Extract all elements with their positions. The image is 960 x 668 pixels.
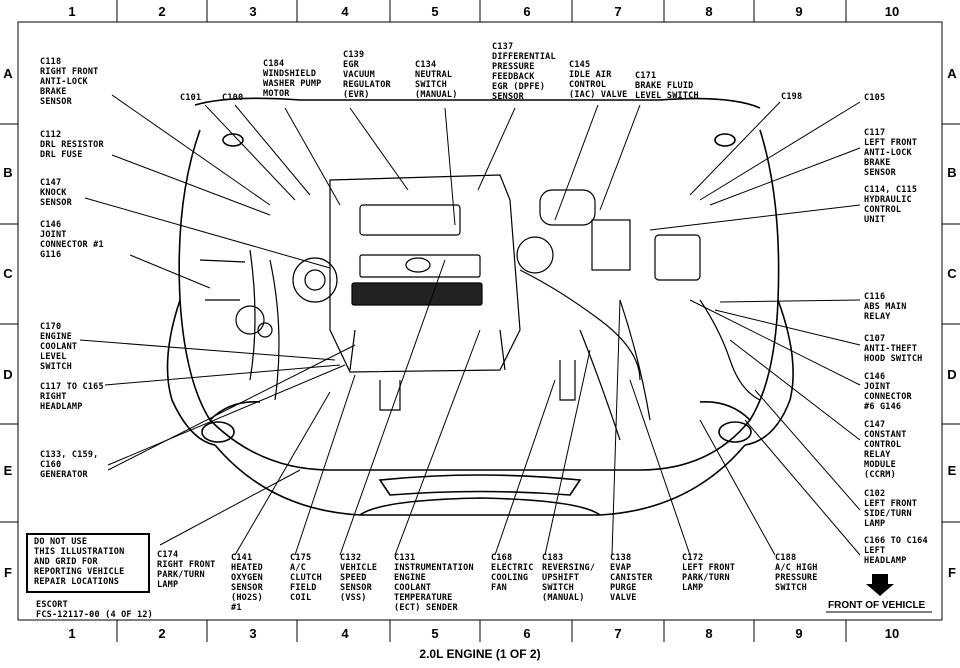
model-name: ESCORT: [36, 600, 68, 610]
callout-c139: C139 EGR VACUUM REGULATOR (EVR): [343, 50, 391, 100]
grid-row-e: E: [3, 463, 13, 478]
callout-c117: C117 LEFT FRONT ANTI-LOCK BRAKE SENSOR: [864, 128, 918, 178]
callout-c166-to-c164: C166 TO C164 LEFT HEADLAMP: [864, 536, 928, 566]
callout-c188: C188 A/C HIGH PRESSURE SWITCH: [775, 553, 818, 593]
vehicle-body: [166, 97, 794, 516]
callout-c170: C170 ENGINE COOLANT LEVEL SWITCH: [40, 322, 78, 372]
grid-row-d: D: [947, 367, 957, 382]
grid-row-b: B: [947, 165, 957, 180]
grid-col-7: 7: [614, 4, 622, 19]
callout-c147: C147 KNOCK SENSOR: [40, 178, 72, 208]
grid-ticks: [0, 0, 960, 642]
grid-col-2: 2: [158, 626, 166, 641]
grid-col-6: 6: [523, 626, 531, 641]
callout-c198: C198: [781, 92, 803, 102]
callout-c172: C172 LEFT FRONT PARK/TURN LAMP: [682, 553, 736, 593]
callout-c116: C116 ABS MAIN RELAY: [864, 292, 907, 322]
grid-col-10: 10: [884, 626, 900, 641]
figure-code: FCS-12117-00 (4 OF 12): [36, 610, 153, 620]
callout-c141: C141 HEATED OXYGEN SENSOR (HO2S) #1: [231, 553, 263, 613]
callout-c131: C131 INSTRUMENTATION ENGINE COOLANT TEMP…: [394, 553, 474, 613]
callout-c168: C168 ELECTRIC COOLING FAN: [491, 553, 534, 593]
callout-c137: C137 DIFFERENTIAL PRESSURE FEEDBACK EGR …: [492, 42, 556, 102]
diagram-caption: 2.0L ENGINE (1 OF 2): [419, 647, 541, 661]
grid-row-d: D: [3, 367, 13, 382]
grid-col-7: 7: [614, 626, 622, 641]
callout-c146-g116: C146 JOINT CONNECTOR #1 G116: [40, 220, 104, 260]
grid-col-10: 10: [884, 4, 900, 19]
grid-col-3: 3: [249, 4, 257, 19]
grid-row-f: F: [948, 565, 956, 580]
grid-col-6: 6: [523, 4, 531, 19]
grid-row-e: E: [947, 463, 957, 478]
front-arrow-icon: [866, 574, 894, 596]
grid-col-8: 8: [705, 626, 713, 641]
callout-c102: C102 LEFT FRONT SIDE/TURN LAMP: [864, 489, 918, 529]
callout-c146-g146: C146 JOINT CONNECTOR #6 G146: [864, 372, 912, 412]
callout-c134: C134 NEUTRAL SWITCH (MANUAL): [415, 60, 458, 100]
callout-c132: C132 VEHICLE SPEED SENSOR (VSS): [340, 553, 378, 603]
engine-block: [199, 174, 761, 441]
callout-c105: C105: [864, 93, 886, 103]
grid-row-f: F: [4, 565, 12, 580]
grid-row-a: A: [947, 66, 957, 81]
grid-row-c: C: [3, 266, 13, 281]
callout-c114-c115: C114, C115 HYDRAULIC CONTROL UNIT: [864, 185, 918, 225]
callout-c117-to-c165: C117 TO C165 RIGHT HEADLAMP: [40, 382, 104, 412]
grid-col-9: 9: [795, 626, 803, 641]
grid-row-a: A: [3, 66, 13, 81]
callout-c184: C184 WINDSHIELD WASHER PUMP MOTOR: [263, 59, 322, 99]
grid-col-9: 9: [795, 4, 803, 19]
grid-col-3: 3: [249, 626, 257, 641]
callout-c100: C100: [222, 93, 244, 103]
callout-c183: C183 REVERSING/ UPSHIFT SWITCH (MANUAL): [542, 553, 596, 603]
callout-c174: C174 RIGHT FRONT PARK/TURN LAMP: [157, 550, 216, 590]
callout-c171: C171 BRAKE FLUID LEVEL SWITCH: [635, 71, 699, 101]
callout-c138: C138 EVAP CANISTER PURGE VALVE: [610, 553, 653, 603]
callout-c175: C175 A/C CLUTCH FIELD COIL: [290, 553, 322, 603]
grid-row-b: B: [3, 165, 13, 180]
grid-col-1: 1: [68, 626, 76, 641]
grid-row-c: C: [947, 266, 957, 281]
callout-c118: C118 RIGHT FRONT ANTI-LOCK BRAKE SENSOR: [40, 57, 99, 107]
callout-c101: C101: [180, 93, 202, 103]
grid-col-4: 4: [341, 4, 349, 19]
callout-c145: C145 IDLE AIR CONTROL (IAC) VALVE: [569, 60, 628, 100]
callout-c147-ccrm: C147 CONSTANT CONTROL RELAY MODULE (CCRM…: [864, 420, 907, 480]
warning-box: DO NOT USE THIS ILLUSTRATION AND GRID FO…: [26, 533, 150, 593]
front-of-vehicle-label: FRONT OF VEHICLE: [828, 600, 926, 611]
grid-col-4: 4: [341, 626, 349, 641]
callout-c133-generator: C133, C159, C160 GENERATOR: [40, 450, 99, 480]
warning-text: DO NOT USE THIS ILLUSTRATION AND GRID FO…: [34, 537, 125, 587]
callout-c112: C112 DRL RESISTOR DRL FUSE: [40, 130, 104, 160]
grid-col-5: 5: [431, 626, 439, 641]
leader-lines: [79, 94, 861, 556]
grid-col-1: 1: [68, 4, 76, 19]
grid-col-2: 2: [158, 4, 166, 19]
grid-col-8: 8: [705, 4, 713, 19]
grid-col-5: 5: [431, 4, 439, 19]
callout-c107: C107 ANTI-THEFT HOOD SWITCH: [864, 334, 923, 364]
